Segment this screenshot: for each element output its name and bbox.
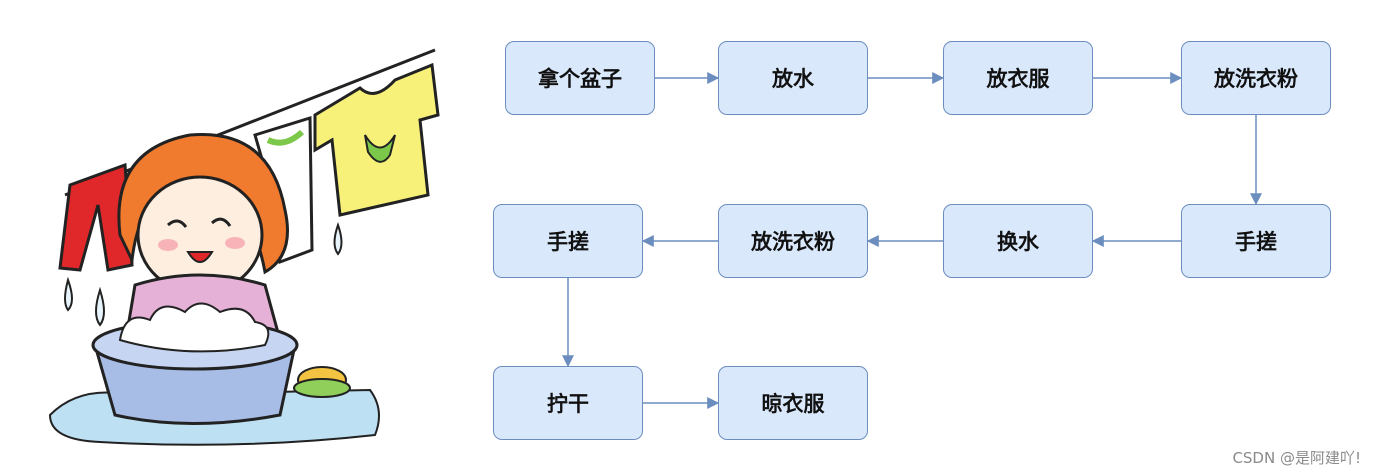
water-drop [333,221,343,256]
garment-collar [266,129,305,146]
step-node-add-detergent-2: 放洗衣粉 [718,204,868,278]
eye [166,219,188,228]
water-drop [64,276,73,312]
cheek [158,239,178,251]
mouth [186,251,214,263]
yellow-shirt [313,62,440,217]
step-node-hang-clothes: 晾衣服 [718,366,868,440]
shirt-pocket [364,134,396,163]
step-node-add-water: 放水 [718,41,868,115]
cheek [225,237,245,249]
step-node-wring-dry: 拧干 [493,366,643,440]
eye [210,217,232,227]
soap-dish [293,378,351,398]
step-node-add-clothes: 放衣服 [943,41,1093,115]
step-node-hand-scrub-2: 手搓 [493,204,643,278]
step-node-add-detergent: 放洗衣粉 [1181,41,1331,115]
soap-foam [118,302,270,353]
watermark: CSDN @是阿建吖! [1232,449,1361,467]
step-node-change-water: 换水 [943,204,1093,278]
laundry-illustration [48,48,440,446]
step-node-take-basin: 拿个盆子 [505,41,655,115]
step-node-hand-scrub: 手搓 [1181,204,1331,278]
water-drop [95,286,105,327]
